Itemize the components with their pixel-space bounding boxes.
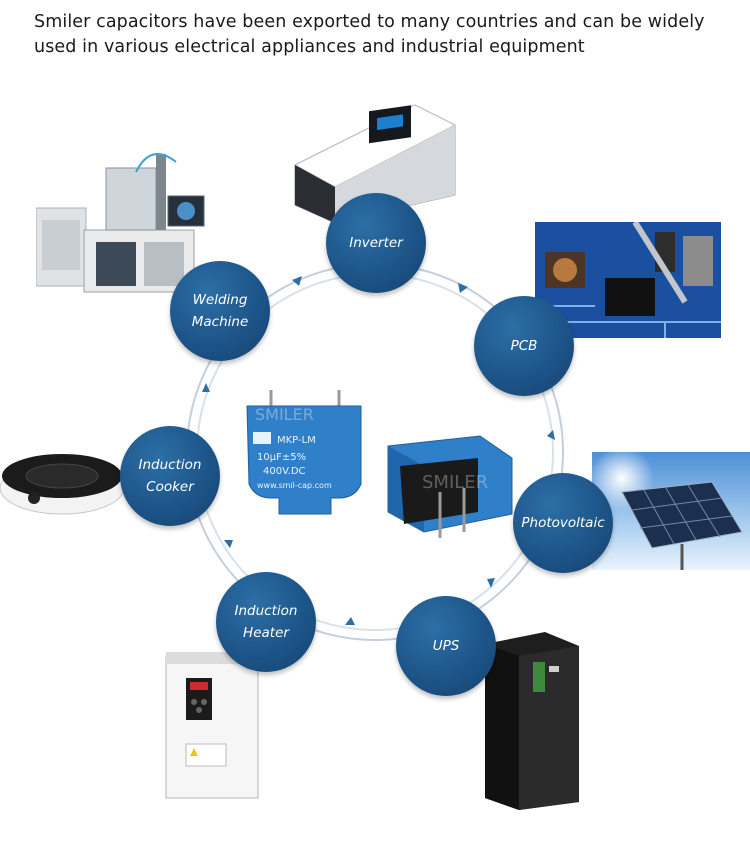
- induction-heater-image: [165, 652, 259, 799]
- flow-arrow-icon: [458, 283, 468, 293]
- inverter-label: Inverter: [349, 235, 403, 251]
- photovoltaic-image: [592, 452, 750, 570]
- capacitor-website-label: www.smil-cap.com: [257, 481, 332, 490]
- headline-line-2: used in various electrical appliances an…: [34, 37, 585, 57]
- pcb-node: PCB: [474, 296, 574, 396]
- ups-label: UPS: [432, 638, 460, 654]
- photovoltaic-label: Photovoltaic: [521, 515, 605, 531]
- induction-heater-label-line1: Induction: [234, 603, 298, 619]
- capacitor-rating-label: 10μF±5%: [257, 452, 306, 463]
- smiler-watermark-back: SMILER: [422, 472, 488, 493]
- flow-arrow-icon: [224, 540, 233, 548]
- headline: Smiler capacitors have been exported to …: [34, 10, 724, 60]
- induction-heater-node: Induction Heater: [216, 572, 316, 672]
- flow-arrow-icon: [487, 578, 495, 588]
- photovoltaic-node: Photovoltaic: [513, 473, 613, 573]
- flow-arrow-icon: [202, 383, 210, 392]
- flow-arrow-icon: [547, 430, 555, 440]
- ups-node: UPS: [396, 596, 496, 696]
- induction-cooker-node: Induction Cooker: [120, 426, 220, 526]
- welding-machine-label-line2: Machine: [191, 314, 249, 330]
- induction-cooker-label-line1: Induction: [138, 457, 202, 473]
- induction-cooker-label-line2: Cooker: [146, 479, 194, 495]
- headline-line-1: Smiler capacitors have been exported to …: [34, 12, 705, 32]
- capacitor-front-image: MKP-LM 10μF±5% 400V.DC www.smil-cap.com …: [246, 390, 362, 515]
- pcb-label: PCB: [510, 338, 538, 354]
- welding-machine-label-line1: Welding: [192, 292, 248, 308]
- flow-arrow-icon: [292, 276, 302, 286]
- inverter-node: Inverter: [326, 193, 426, 293]
- welding-machine-image: [36, 153, 205, 293]
- ups-image: [485, 632, 579, 810]
- flow-arrow-icon: [345, 617, 355, 625]
- capacitor-back-image: SMILER: [387, 435, 513, 538]
- capacitor-voltage-label: 400V.DC: [263, 466, 306, 477]
- welding-machine-node: Welding Machine: [170, 261, 270, 361]
- induction-heater-label-line2: Heater: [243, 625, 289, 641]
- smiler-watermark: SMILER: [255, 405, 314, 424]
- capacitor-model-label: MKP-LM: [277, 435, 316, 446]
- induction-cooker-image: [0, 454, 125, 515]
